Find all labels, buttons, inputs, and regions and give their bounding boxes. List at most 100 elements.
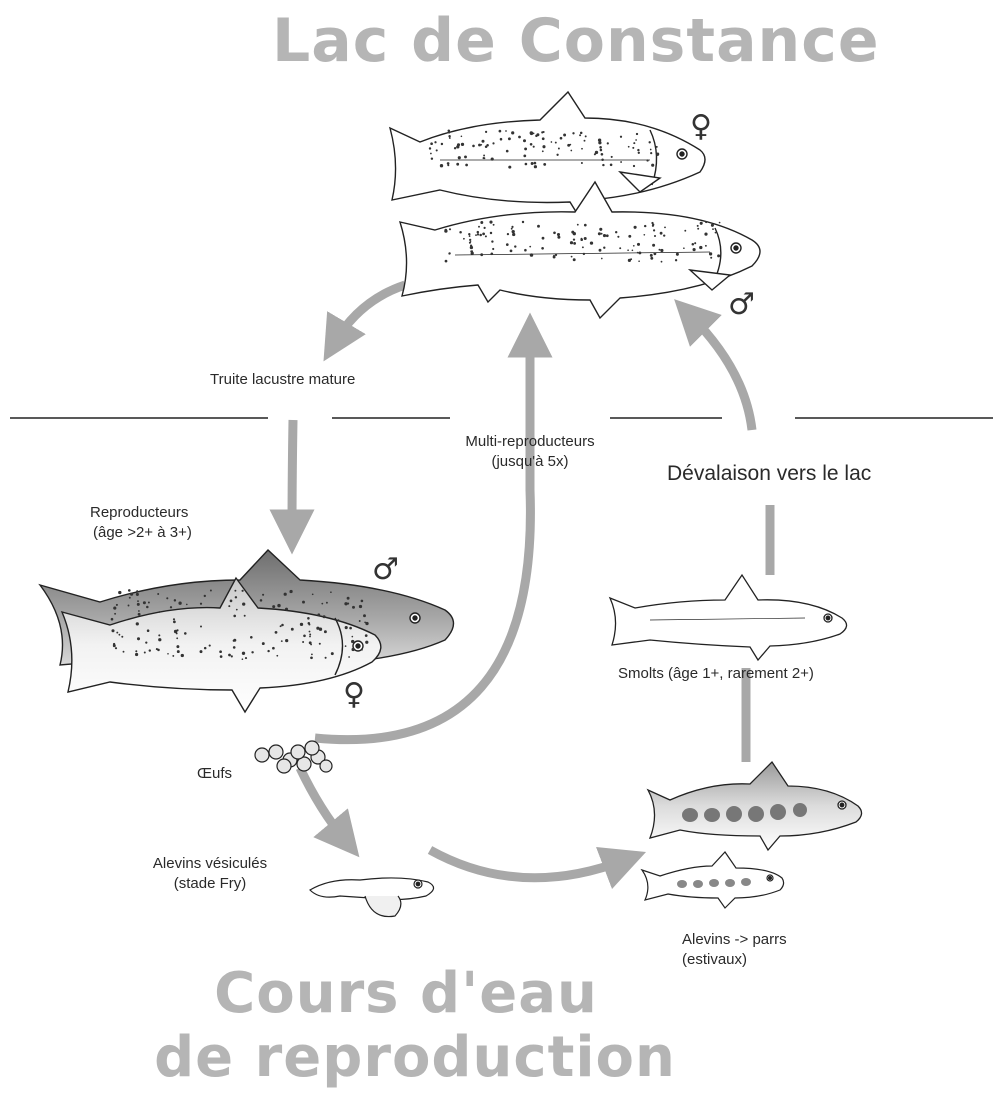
fish-spot	[349, 627, 352, 630]
fish-spot	[361, 600, 364, 603]
fish-spot	[348, 656, 350, 658]
fish-spot	[480, 253, 483, 256]
fish-spot	[661, 261, 663, 263]
fish-spot	[582, 246, 584, 248]
fish-spot	[136, 622, 139, 625]
fish-spot	[599, 146, 602, 149]
fish-spot	[130, 593, 133, 596]
fish-spot	[272, 647, 275, 650]
fish-spot	[280, 625, 282, 627]
fish-spot	[204, 647, 207, 650]
fish-spot	[113, 607, 116, 610]
fish-spot	[137, 603, 140, 606]
fish-spot	[710, 257, 712, 259]
fish-spot	[291, 628, 294, 631]
fish-spot	[542, 137, 545, 140]
fish-spot	[638, 251, 641, 254]
fish-spot	[115, 647, 117, 649]
fish-spot	[461, 136, 463, 138]
fish-spot	[601, 233, 603, 235]
fish-spot	[684, 230, 686, 232]
fish-spot	[699, 246, 702, 249]
lake-title: Lac de Constance	[272, 6, 880, 76]
fish-spot	[317, 613, 320, 616]
fish-spot	[310, 656, 313, 659]
fish-spot	[523, 139, 526, 142]
fish-spot	[572, 132, 574, 134]
fish-spot	[234, 590, 236, 592]
fish-spot	[646, 159, 648, 161]
fish-spot	[507, 233, 509, 235]
fish-spot	[245, 657, 247, 659]
eggs-cluster	[255, 741, 332, 773]
smolt	[610, 575, 847, 660]
parr-large	[648, 762, 862, 850]
fish-spot	[524, 249, 527, 252]
fish-spot	[157, 593, 159, 595]
fish-spot	[478, 144, 481, 147]
fish-spot	[316, 627, 319, 630]
fish-spot	[233, 639, 236, 642]
arrow-to-reproducteurs	[292, 420, 293, 532]
fish-spot	[330, 591, 332, 593]
fish-spot	[448, 132, 450, 134]
fish-spot	[251, 651, 253, 653]
fish-spot	[534, 165, 537, 168]
fish-spot	[448, 253, 450, 255]
fish-spot	[704, 233, 707, 236]
fish-spot	[173, 618, 175, 620]
fish-spot	[634, 226, 637, 229]
fish-spot	[157, 649, 160, 652]
fish-spot	[345, 626, 348, 629]
fish-spot	[638, 152, 640, 154]
fish-spot	[285, 608, 288, 611]
fish-spot	[176, 645, 179, 648]
fish-spot	[653, 252, 656, 255]
fish-spot	[595, 151, 598, 154]
fish-spot	[585, 135, 587, 137]
fish-spot	[448, 135, 450, 137]
arrow-to-mature	[335, 285, 405, 342]
arrow-fry-to-parrs	[430, 850, 625, 878]
fish-spot	[555, 254, 557, 256]
fish-spot	[510, 250, 513, 253]
fish-spot	[601, 258, 603, 260]
fish-spot	[553, 231, 556, 234]
fish-spot	[143, 601, 146, 604]
fish-spot	[475, 234, 477, 236]
fish-spot	[137, 600, 139, 602]
fish-spot	[619, 247, 621, 249]
fish-spot	[637, 243, 640, 246]
fish-spot	[530, 253, 533, 256]
fish-spot	[651, 222, 653, 224]
fish-spot	[485, 235, 487, 237]
fish-spot	[583, 253, 585, 255]
fish-spot	[632, 147, 634, 149]
fish-spot	[267, 650, 269, 652]
fish-spot	[347, 603, 349, 605]
fish-spot	[534, 162, 537, 165]
fish-spot	[449, 137, 451, 139]
fish-spot	[556, 154, 558, 156]
fish-spot	[480, 144, 482, 146]
fish-spot	[632, 249, 634, 251]
fish-spot	[262, 594, 264, 596]
fish-spot	[654, 235, 656, 237]
fish-spot	[113, 644, 116, 647]
fish-spot	[447, 164, 449, 166]
label-oeufs: Œufs	[197, 764, 232, 784]
fish-spot	[444, 229, 447, 232]
label-devalaison: Dévalaison vers le lac	[667, 460, 871, 488]
fish-spot	[511, 228, 513, 230]
fish-spot	[454, 147, 456, 149]
fish-spot	[111, 629, 114, 632]
fish-spot	[506, 150, 509, 153]
fish-spot	[121, 636, 123, 638]
fish-spot	[209, 645, 211, 647]
fish-spot	[492, 142, 494, 144]
fish-spot	[352, 648, 355, 651]
fish-spot	[493, 224, 495, 226]
fish-spot	[584, 237, 587, 240]
fish-spot	[285, 639, 288, 642]
fish-spot	[359, 605, 362, 608]
